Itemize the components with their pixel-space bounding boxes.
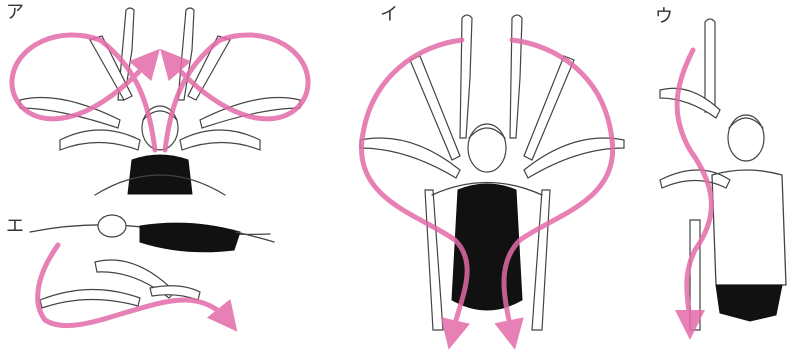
panel-e-swimsuit bbox=[140, 223, 240, 252]
panel-i-arm-7 bbox=[425, 190, 443, 330]
panel-e-arrows bbox=[38, 245, 228, 326]
panel-i-figure bbox=[360, 15, 624, 330]
panel-u-figure bbox=[660, 19, 786, 330]
panel-i-arm-2 bbox=[510, 15, 522, 138]
panel-e-arm-3 bbox=[150, 286, 200, 300]
panel-e-arm-2 bbox=[40, 289, 140, 308]
panel-u-head bbox=[728, 115, 764, 161]
panel-a-arm-8 bbox=[180, 130, 260, 150]
panel-i-arm-8 bbox=[532, 190, 550, 330]
panel-u-swimsuit bbox=[716, 285, 782, 321]
panel-e-figure bbox=[30, 215, 274, 308]
panel-i-head bbox=[468, 124, 506, 172]
panel-e-head bbox=[98, 215, 126, 237]
panel-e-arrow bbox=[38, 245, 228, 326]
panel-i-arm-1 bbox=[460, 15, 472, 138]
panel-a-arm-7 bbox=[60, 130, 140, 150]
panel-u-arm-up bbox=[705, 19, 715, 112]
